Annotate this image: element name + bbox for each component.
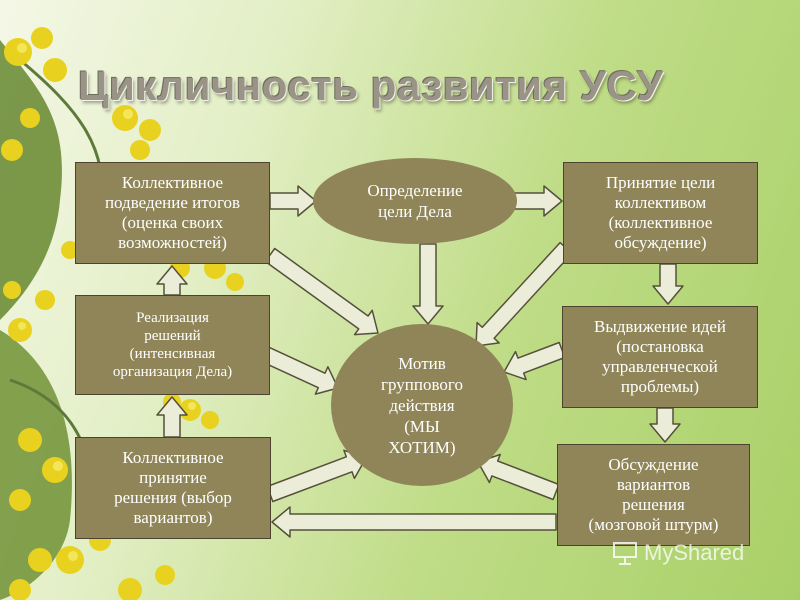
arrow-decision-to-motive bbox=[266, 449, 367, 503]
arrow-goal_acceptance-to-motive bbox=[475, 241, 573, 347]
slide-title: Цикличность развития УСУ bbox=[78, 62, 664, 109]
node-collective-summary: Коллективное подведение итогов (оценка с… bbox=[75, 162, 270, 264]
node-collective-decision: Коллективное принятие решения (выбор вар… bbox=[75, 437, 271, 539]
node-goal-definition: Определение цели Дела bbox=[313, 158, 517, 244]
node-motive: Мотив группового действия (МЫ ХОТИМ) bbox=[331, 324, 513, 486]
arrow-summary-to-goal_definition bbox=[269, 185, 317, 217]
watermark-text: MyShared bbox=[644, 540, 745, 565]
arrow-discussion-to-decision bbox=[271, 506, 557, 538]
arrow-goal_acceptance-to-ideas bbox=[652, 263, 684, 305]
node-ideas: Выдвижение идей (постановка управленческ… bbox=[562, 306, 758, 408]
arrow-ideas-to-discussion bbox=[649, 407, 681, 443]
watermark: MyShared bbox=[612, 540, 744, 566]
node-goal-acceptance: Принятие цели коллективом (коллективное … bbox=[563, 162, 758, 264]
arrow-goal_definition-to-motive bbox=[412, 243, 444, 325]
arrow-discussion-to-motive bbox=[477, 453, 560, 501]
arrow-implementation-to-summary bbox=[156, 265, 188, 296]
arrow-decision-to-implementation bbox=[156, 396, 188, 438]
arrow-ideas-to-motive bbox=[503, 341, 566, 381]
node-discussion: Обсуждение вариантов решения (мозговой ш… bbox=[557, 444, 750, 546]
arrow-summary-to-motive bbox=[264, 247, 379, 336]
arrow-goal_definition-to-goal_acceptance bbox=[513, 185, 563, 217]
arrow-implementation-to-motive bbox=[255, 343, 339, 395]
presentation-board-icon bbox=[613, 542, 637, 565]
node-implementation: Реализация решений (интенсивная организа… bbox=[75, 295, 270, 395]
